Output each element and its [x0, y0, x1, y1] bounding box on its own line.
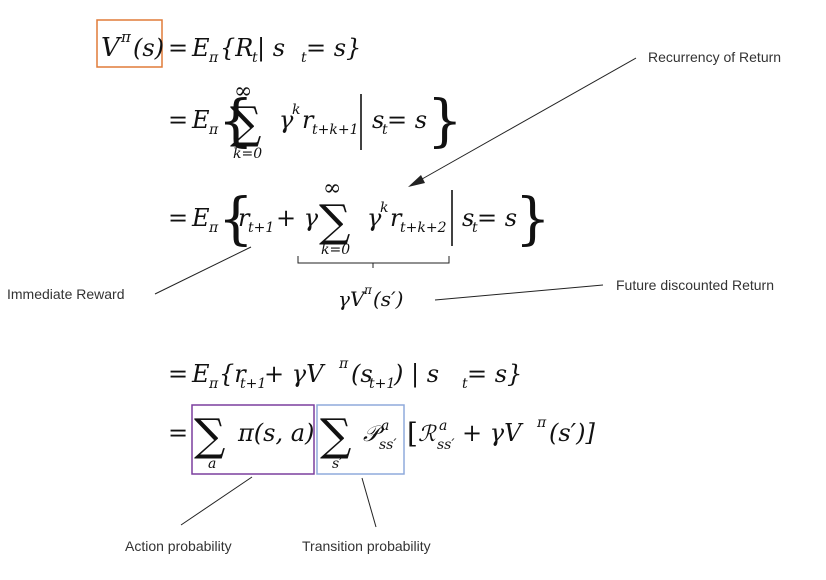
line3-eq: =	[168, 204, 188, 232]
transition-probability-line	[361, 477, 377, 528]
line5-P-sub: ss′	[379, 437, 397, 453]
line1-pi: π	[208, 50, 219, 66]
value-function-box	[96, 19, 163, 68]
line2-sub: t+k+1	[312, 122, 358, 138]
line5-R-sub: ss′	[437, 437, 455, 453]
line2-cond: s	[372, 106, 384, 134]
line3-r-sub: t+1	[248, 220, 274, 236]
recurrency-label: Recurrency of Return	[648, 49, 781, 65]
line2-brace-open: {	[218, 89, 254, 154]
line3-sum: ∑	[319, 196, 350, 247]
line4-end: = s}	[467, 360, 522, 388]
transition-probability-box	[316, 404, 405, 475]
line3-k: k	[380, 200, 388, 216]
line5-sum1-lower: a	[208, 456, 216, 472]
line4-pi2: π	[338, 356, 349, 372]
line3-plus-gamma: + γ	[276, 204, 319, 232]
line3-cond-rest: = s	[477, 204, 517, 232]
lhs-V: V	[101, 33, 122, 63]
action-probability-label: Action probability	[125, 538, 232, 554]
line5-eq: =	[168, 419, 188, 447]
line2-gamma: γ	[279, 106, 294, 134]
line5-R: ℛ	[418, 422, 437, 447]
line2-r: r	[302, 106, 315, 134]
line4-body: {r	[219, 360, 247, 388]
immediate-reward-label: Immediate Reward	[7, 286, 125, 302]
future-underbrace	[297, 256, 450, 268]
line4-rest: ) | s	[393, 360, 439, 389]
line1-bar: | s	[257, 34, 285, 63]
line3-gamma: γ	[367, 204, 382, 232]
line4-pi: π	[208, 376, 219, 392]
line4-arg-sub: t+1	[369, 376, 395, 392]
line2-cond-sub: t	[382, 122, 388, 138]
line2-brace-close: }	[427, 89, 463, 154]
line2-k: k	[292, 102, 300, 118]
line4-cond-sub: t	[462, 376, 468, 392]
line2-cond-rest: = s	[387, 106, 427, 134]
future-gamma-V: γV	[338, 287, 367, 311]
line5-sum1: ∑	[194, 410, 225, 461]
line4-eq: =	[168, 360, 188, 388]
immediate-reward-line	[154, 246, 252, 295]
line5-bracket-open: [	[407, 417, 418, 450]
future-return-line	[434, 284, 604, 301]
line3-sum-upper: ∞	[323, 176, 341, 201]
line4-sub: t+1	[240, 376, 266, 392]
line1-t2: t	[301, 50, 307, 66]
line2-sum-lower: k=0	[233, 146, 262, 162]
line2-eq: =	[168, 106, 188, 134]
line3-brace-close: }	[515, 187, 551, 252]
line5-P-sup: a	[381, 418, 389, 434]
future-pi: π	[363, 283, 373, 297]
line1-E: E	[191, 34, 210, 62]
line5-tail-arg: (s′)]	[549, 419, 595, 447]
line3-r: r	[238, 204, 251, 232]
line3-cond-sub: t	[472, 220, 478, 236]
action-probability-line	[180, 476, 253, 526]
line1-t: t	[252, 50, 258, 66]
line3-cond: s	[462, 204, 474, 232]
line3-brace-open: {	[218, 187, 254, 252]
lhs-pi: π	[120, 28, 132, 46]
line3-sum-lower: k=0	[321, 242, 350, 258]
line3-E: E	[191, 204, 210, 232]
lhs-arg: (s)	[133, 34, 164, 62]
future-return-label: Future discounted Return	[616, 277, 774, 293]
line1-body: {R	[220, 34, 253, 62]
recurrency-arrow-line	[414, 57, 637, 184]
line5-sum2-lower: s′	[332, 456, 343, 472]
line4-arg: (s	[351, 360, 373, 388]
line5-tail: + γV	[462, 419, 524, 447]
line1-end: = s}	[306, 34, 361, 62]
line3-pi: π	[208, 220, 219, 236]
action-probability-box	[191, 404, 315, 475]
recurrency-arrowhead	[408, 175, 425, 187]
line3-sub: t+k+2	[400, 220, 447, 236]
line2-E: E	[191, 106, 210, 134]
future-arg: (s′)	[373, 287, 403, 311]
transition-probability-label: Transition probability	[302, 538, 431, 554]
line2-sum-upper: ∞	[234, 79, 252, 104]
line3-r2: r	[390, 204, 403, 232]
line5-policy: π(s, a)	[237, 419, 314, 447]
line1-eq: =	[168, 34, 188, 62]
line4-mid: + γV	[264, 360, 326, 388]
line5-R-sup: a	[439, 418, 447, 434]
line4-E: E	[191, 360, 210, 388]
line2-pi: π	[208, 122, 219, 138]
line5-sum2: ∑	[320, 410, 351, 461]
line5-tail-pi: π	[536, 415, 547, 431]
line2-sum: ∑	[230, 98, 261, 149]
